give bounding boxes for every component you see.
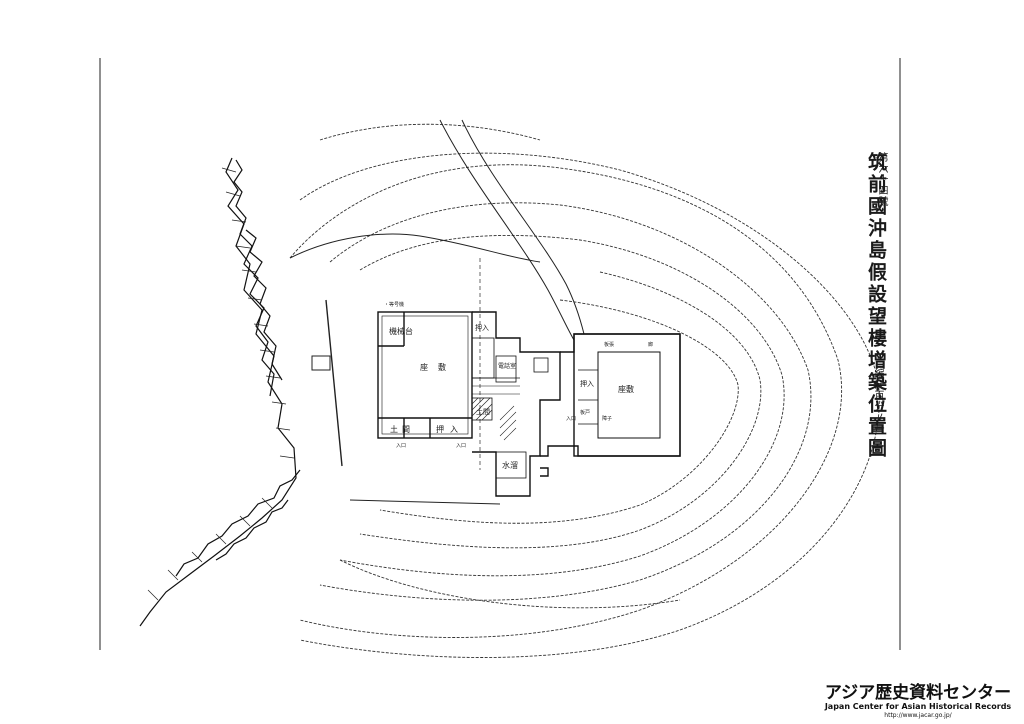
signal-post <box>311 355 331 371</box>
map-number: 第六十四號 <box>876 152 887 207</box>
oshiire-top-label: 押入 <box>475 323 489 332</box>
iriguchi-right-label: 入口 <box>456 443 466 449</box>
plan-labels: ・等号機 機械台 座敷 押入 電話室 押入 土間 土間 入口 入口 水溜 座敷 … <box>384 301 653 470</box>
jacar-org-name: Japan Center for Asian Historical Record… <box>824 702 1012 711</box>
base-line <box>349 499 501 505</box>
map-scale: 縮尺百分ノ一 <box>872 368 883 434</box>
water-label: 水溜 <box>502 460 518 470</box>
cliff-edge <box>139 157 301 627</box>
annex-building <box>573 333 681 457</box>
doma-small-label: 土間 <box>476 407 490 416</box>
passage <box>540 333 681 477</box>
annex-zashiki-label: 座敷 <box>618 384 634 394</box>
contour-lines <box>289 123 880 658</box>
corridor-block <box>471 311 561 497</box>
annex-oshiire-label: 押入 <box>580 379 594 388</box>
cliff-hatching <box>147 167 295 601</box>
annex-ro-label: 廊 <box>648 341 653 348</box>
annex-itabari-label: 板張 <box>604 341 614 348</box>
tool-stand-label: 機械台 <box>389 326 413 336</box>
stair-hatching <box>471 397 517 441</box>
north-mark-label: ・等号機 <box>384 301 404 308</box>
map-title: 筑前國沖島假設望樓增築位置圖 <box>865 152 887 460</box>
annex-door-label: 板戸 <box>580 409 590 416</box>
denwa-label: 電話室 <box>498 362 516 370</box>
jacar-logo-text: アジア歴史資料センター <box>824 683 1012 703</box>
jacar-footer: アジア歴史資料センター Japan Center for Asian Histo… <box>818 684 1018 720</box>
mountain-path <box>289 119 585 341</box>
annex-iriguchi-label: 入口 <box>566 416 576 422</box>
retaining-wall <box>325 299 343 467</box>
zashiki-label: 座敷 <box>420 362 456 372</box>
annex-shoji-label: 障子 <box>602 415 612 422</box>
oshiire-bottom-label: 押入 <box>436 424 464 434</box>
doma-label: 土間 <box>390 424 414 434</box>
iriguchi-left-label: 入口 <box>396 443 406 449</box>
jacar-url[interactable]: http://www.jacar.go.jp/ <box>884 712 952 719</box>
